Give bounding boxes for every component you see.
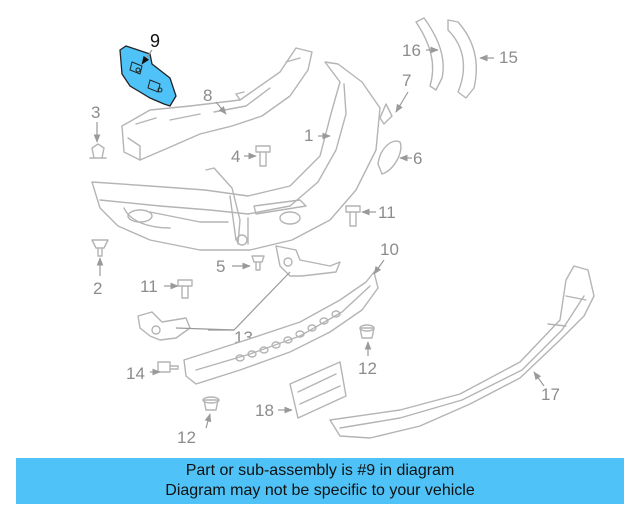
callout-9: 9 — [150, 31, 160, 51]
part-7-clip — [379, 103, 393, 125]
callout-8: 8 — [203, 86, 212, 105]
callout-15: 15 — [499, 48, 518, 67]
part-17-lower-spoiler — [329, 265, 595, 439]
part-10-impact-bar — [183, 271, 379, 385]
part-9-bracket[interactable] — [119, 45, 177, 107]
callout-11-left: 11 — [140, 277, 158, 296]
banner-line-2: Diagram may not be specific to your vehi… — [165, 482, 475, 499]
part-12-nut-left — [202, 396, 220, 411]
banner-line-1: Part or sub-assembly is #9 in diagram — [185, 462, 455, 479]
callout-11-right: 11 — [378, 203, 396, 222]
part-16-trim — [415, 17, 444, 91]
part-4-bolt — [255, 145, 271, 167]
part-5-screw — [251, 255, 265, 271]
part-11-bolt-right — [345, 205, 361, 227]
callout-14: 14 — [126, 364, 145, 383]
callout-2: 2 — [93, 279, 102, 298]
callout-16: 16 — [402, 41, 421, 60]
callout-17: 17 — [541, 385, 560, 404]
callout-4: 4 — [231, 147, 240, 166]
info-banner: Part or sub-assembly is #9 in diagram Di… — [16, 458, 624, 504]
callout-6: 6 — [413, 149, 422, 168]
part-12-nut-right — [359, 324, 375, 339]
part-15-trim — [447, 19, 477, 99]
callout-7: 7 — [402, 71, 411, 90]
part-3-clip — [89, 143, 107, 159]
part-2-clip — [91, 239, 109, 257]
part-1-bumper-cover — [91, 61, 381, 251]
callout-10: 10 — [380, 240, 399, 259]
callout-12-left: 12 — [177, 428, 196, 447]
part-14-screw — [157, 361, 179, 373]
part-6-cap — [377, 140, 402, 175]
callout-5: 5 — [216, 257, 225, 276]
part-11-bolt-left — [177, 279, 193, 299]
parts-diagram: 9 8 1 3 4 16 15 7 — [89, 17, 595, 447]
callout-3: 3 — [91, 103, 100, 122]
part-13-bracket-lower — [137, 311, 191, 341]
callout-12-right: 12 — [358, 359, 377, 378]
callout-18: 18 — [255, 401, 274, 420]
callout-1: 1 — [304, 126, 313, 145]
part-13-bracket-upper — [275, 245, 341, 277]
part-18-plate-bracket — [289, 361, 347, 419]
